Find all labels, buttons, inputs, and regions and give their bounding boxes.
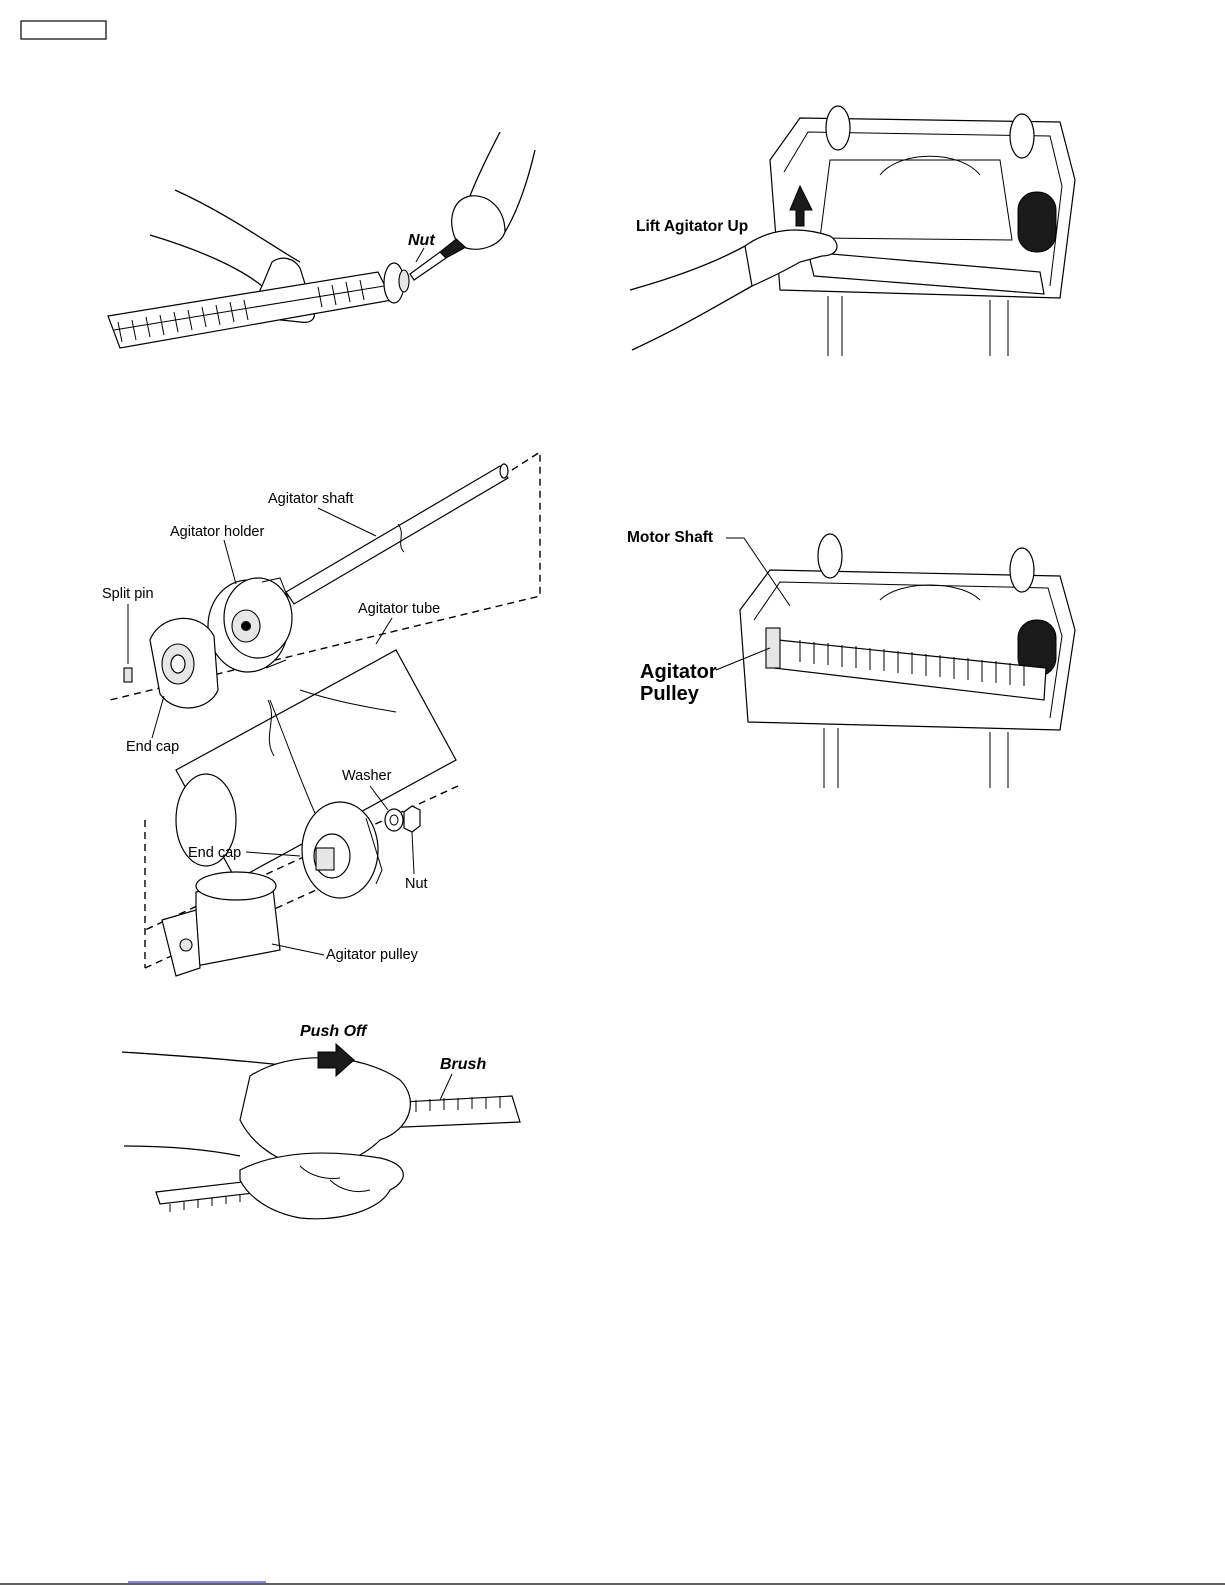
figure-lift-agitator: Lift Agitator Up [630, 106, 1075, 356]
figure-push-off-brush: Push Off Brush [122, 1023, 520, 1219]
brush-label: Brush [440, 1056, 486, 1073]
agitator-pulley-label-line1: Agitator [640, 661, 717, 683]
end-cap-left-label: End cap [126, 739, 179, 755]
agitator-pulley-label: Agitator pulley [326, 947, 419, 963]
nut-part-label: Nut [405, 876, 428, 892]
nut-label: Nut [408, 232, 435, 249]
agitator-holder [208, 578, 292, 672]
figure-remove-nut: Nut [108, 132, 535, 348]
split-pin-label: Split pin [102, 586, 154, 602]
agitator-holder-label: Agitator holder [170, 524, 264, 540]
split-pin [124, 668, 132, 682]
page-header-box [21, 21, 106, 39]
agitator-pulley [162, 872, 280, 976]
agitator-shaft-label: Agitator shaft [268, 491, 353, 507]
figure-exploded-view: Agitator shaft Agitator holder Split pin… [102, 452, 540, 976]
agitator-shaft [286, 464, 508, 604]
agitator-tube-label: Agitator tube [358, 601, 440, 617]
motor-shaft-label: Motor Shaft [627, 529, 713, 546]
end-cap-mid [302, 802, 382, 898]
nut [404, 806, 420, 832]
end-cap-left [150, 618, 218, 708]
end-cap-mid-label: End cap [188, 845, 241, 861]
agitator-pulley-label-line2: Pulley [640, 683, 700, 705]
washer-label: Washer [342, 768, 392, 784]
lift-agitator-label: Lift Agitator Up [636, 218, 748, 235]
push-off-label: Push Off [300, 1023, 368, 1040]
figure-motor-shaft: Motor Shaft Agitator Pulley [627, 529, 1075, 788]
